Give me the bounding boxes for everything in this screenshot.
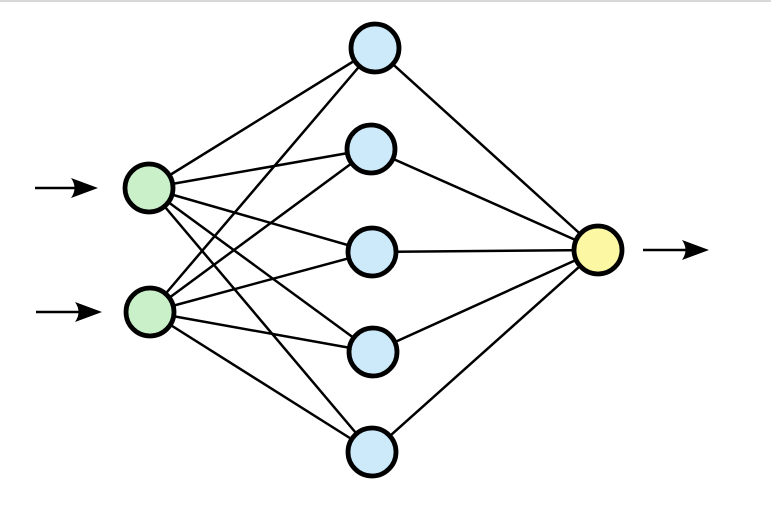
input-node-2 xyxy=(123,285,177,339)
edge-input1-hidden2 xyxy=(148,147,372,190)
input-layer xyxy=(122,161,177,339)
hidden-node-3 xyxy=(345,225,399,279)
output-layer xyxy=(571,223,625,277)
edge-input2-hidden1 xyxy=(149,47,376,313)
edge-hidden4-output1 xyxy=(372,248,599,354)
edge-hidden3-output1 xyxy=(371,248,599,254)
edge-hidden1-output1 xyxy=(374,47,599,251)
hidden-node-2 xyxy=(344,122,398,176)
hidden-node-5 xyxy=(345,425,399,479)
edge-input2-hidden2 xyxy=(149,147,372,314)
edge-input1-hidden5 xyxy=(148,187,373,453)
edge-input1-hidden3 xyxy=(148,186,373,254)
input-arrow-1-head xyxy=(71,178,98,198)
edge-hidden5-output1 xyxy=(371,249,599,453)
edge-input1-hidden1 xyxy=(148,46,376,190)
edge-input2-hidden4 xyxy=(149,310,374,354)
input-arrow-2 xyxy=(36,302,102,322)
hidden-node-4 xyxy=(346,325,400,379)
output-arrow-1 xyxy=(643,240,709,260)
edge-input2-hidden5 xyxy=(149,310,373,454)
arrows xyxy=(35,178,709,322)
input-node-1 xyxy=(122,161,176,215)
window-top-edge xyxy=(0,0,771,2)
edge-input2-hidden3 xyxy=(149,250,373,314)
edge-hidden2-output1 xyxy=(370,147,599,252)
input-arrow-2-head xyxy=(75,302,102,322)
hidden-node-1 xyxy=(348,21,402,75)
edges xyxy=(148,46,599,454)
output-node-1 xyxy=(571,223,625,277)
edge-input1-hidden4 xyxy=(148,186,374,354)
input-arrow-1 xyxy=(35,178,98,198)
output-arrow-1-head xyxy=(682,240,709,260)
hidden-layer xyxy=(344,21,402,479)
